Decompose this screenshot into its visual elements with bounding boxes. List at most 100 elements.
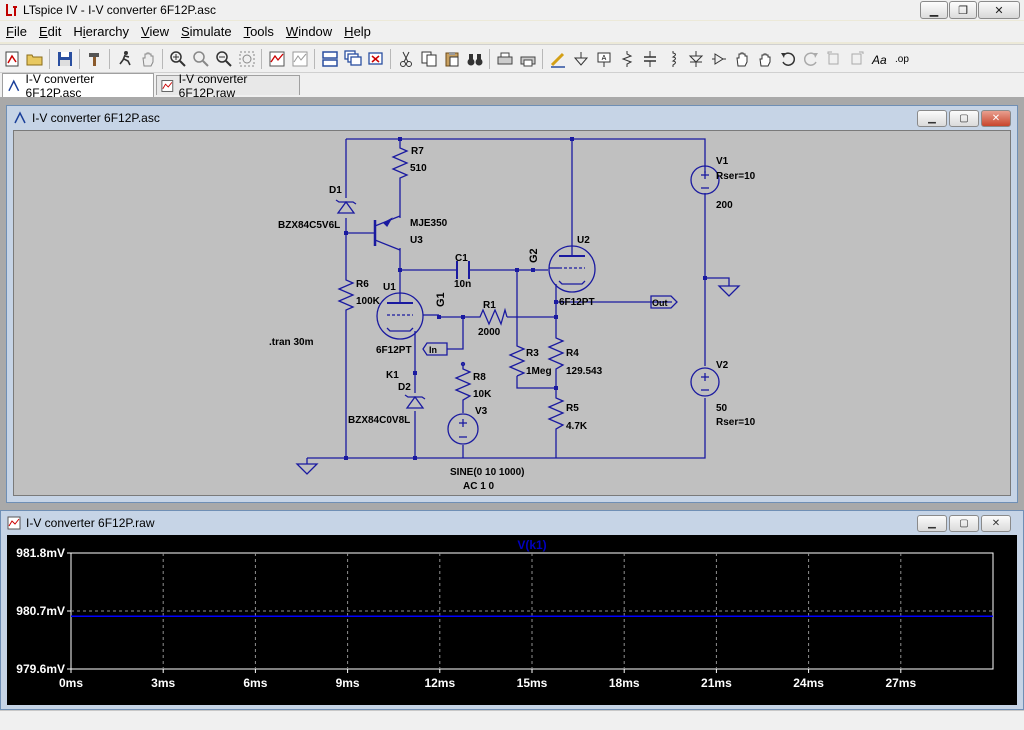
tab-schematic[interactable]: I-V converter 6F12P.asc (2, 72, 154, 100)
voltage-source-v1[interactable] (690, 165, 720, 195)
port-out[interactable] (650, 295, 678, 309)
text-icon[interactable]: Aa (870, 49, 890, 69)
cascade-windows-icon[interactable] (343, 49, 363, 69)
resistor-r5[interactable] (547, 395, 565, 431)
save-icon[interactable] (55, 49, 75, 69)
paste-icon[interactable] (442, 49, 462, 69)
run-simulation-icon[interactable] (115, 49, 135, 69)
draw-wire-pencil-icon[interactable] (548, 49, 568, 69)
schematic-maximize-button[interactable]: ▢ (949, 110, 979, 127)
document-tab-bar: I-V converter 6F12P.asc I-V converter 6F… (0, 72, 1024, 100)
zoom-fit-icon[interactable] (237, 49, 257, 69)
waveform-minimize-button[interactable]: ▁ (917, 515, 947, 532)
inductor-icon[interactable] (663, 49, 683, 69)
menu-item-file[interactable]: File (6, 24, 27, 39)
ltspice-logo-icon (6, 4, 17, 16)
resistor-r6[interactable] (337, 276, 355, 313)
toolbar: A Aa .op (0, 44, 1024, 73)
restore-button[interactable]: ❐ (949, 1, 977, 19)
label-q-ref: U3 (410, 235, 423, 246)
capacitor-icon[interactable] (640, 49, 660, 69)
cut-scissors-icon[interactable] (396, 49, 416, 69)
close-all-windows-icon[interactable] (366, 49, 386, 69)
x-tick-label: 3ms (151, 676, 175, 690)
resistor-r8[interactable] (454, 366, 472, 403)
autorange-icon[interactable] (267, 49, 287, 69)
schematic-minimize-button[interactable]: ▁ (917, 110, 947, 127)
undo-icon[interactable] (778, 49, 798, 69)
tab-label: I-V converter 6F12P.raw (178, 71, 248, 100)
label-r1-val: 2000 (478, 327, 501, 338)
resistor-r4[interactable] (547, 335, 565, 373)
tab-waveform[interactable]: I-V converter 6F12P.raw (156, 72, 300, 100)
menu-item-hierarchy[interactable]: Hierarchy (73, 24, 130, 39)
resistor-icon[interactable] (617, 49, 637, 69)
spice-directive-tran[interactable]: .tran 30m (269, 337, 314, 348)
waveform-window-title: I-V converter 6F12P.raw (26, 516, 155, 530)
new-schematic-icon[interactable] (2, 49, 22, 69)
halt-hand-icon[interactable] (138, 49, 158, 69)
schematic-close-button[interactable]: ✕ (981, 110, 1011, 127)
resistor-r7[interactable] (391, 145, 409, 181)
menu-item-edit[interactable]: Edit (38, 24, 62, 39)
label-v3-wave: SINE(0 10 1000) (450, 467, 525, 478)
zoom-in-icon[interactable] (168, 49, 188, 69)
print-icon[interactable] (518, 49, 538, 69)
menu-item-view[interactable]: View (141, 24, 169, 39)
vacuum-tube-u2[interactable] (548, 245, 596, 293)
x-tick-label: 6ms (243, 676, 267, 690)
port-in[interactable] (422, 342, 448, 356)
waveform-close-button[interactable]: ✕ (981, 515, 1011, 532)
label-r7-ref: R7 (411, 146, 424, 157)
waveform-doc-icon (161, 79, 174, 92)
menu-item-simulate[interactable]: Simulate (180, 24, 232, 39)
spice-directive-icon[interactable]: .op (893, 49, 913, 69)
label-c1-val: 10n (454, 279, 471, 290)
label-d2-ref: D2 (398, 382, 411, 393)
vacuum-tube-u1[interactable] (376, 292, 439, 340)
zoom-full-icon[interactable] (290, 49, 310, 69)
control-panel-hammer-icon[interactable] (85, 49, 105, 69)
close-button[interactable]: ✕ (978, 1, 1020, 19)
zoom-pan-icon[interactable] (191, 49, 211, 69)
label-r5-val: 4.7K (566, 421, 588, 432)
tile-horizontal-icon[interactable] (320, 49, 340, 69)
waveform-maximize-button[interactable]: ▢ (949, 515, 979, 532)
label-d2-val: BZX84C0V8L (348, 415, 410, 426)
redo-icon[interactable] (801, 49, 821, 69)
ground-icon[interactable] (571, 49, 591, 69)
transistor-mje350[interactable] (373, 215, 401, 251)
capacitor-c1[interactable] (456, 261, 470, 279)
menu-item-tools[interactable]: Tools (243, 24, 274, 39)
diode-icon[interactable] (686, 49, 706, 69)
voltage-source-v2[interactable] (690, 367, 720, 397)
menu-item-help[interactable]: Help (344, 24, 371, 39)
move-hand-icon[interactable] (732, 49, 752, 69)
find-binoculars-icon[interactable] (465, 49, 485, 69)
label-r3-val: 1Meg (526, 366, 552, 377)
label-net-icon[interactable]: A (594, 49, 614, 69)
open-folder-icon[interactable] (25, 49, 45, 69)
voltage-source-v3[interactable] (447, 413, 479, 445)
drag-hand-icon[interactable] (755, 49, 775, 69)
zener-diode-d1[interactable] (335, 199, 357, 214)
resistor-r3[interactable] (508, 343, 526, 377)
svg-text:A: A (601, 55, 606, 62)
x-tick-label: 12ms (424, 676, 455, 690)
component-icon[interactable] (709, 49, 729, 69)
schematic-canvas[interactable]: R7 510 D1 BZX84C5V6L MJE350 U3 C1 10n R6… (13, 130, 1011, 496)
minimize-button[interactable]: ▁ (920, 1, 948, 19)
label-v2-ref: V2 (716, 360, 729, 371)
schematic-window: I-V converter 6F12P.asc ▁ ▢ ✕ (6, 105, 1018, 503)
rotate-icon[interactable] (824, 49, 844, 69)
schematic-doc-icon (8, 79, 20, 91)
zoom-out-icon[interactable] (214, 49, 234, 69)
resistor-r1[interactable] (477, 307, 508, 326)
zener-diode-d2[interactable] (404, 394, 426, 409)
mirror-icon[interactable] (847, 49, 867, 69)
print-setup-icon[interactable] (495, 49, 515, 69)
trace-label: V(k1) (517, 538, 546, 552)
menu-item-window[interactable]: Window (285, 24, 333, 39)
copy-icon[interactable] (419, 49, 439, 69)
